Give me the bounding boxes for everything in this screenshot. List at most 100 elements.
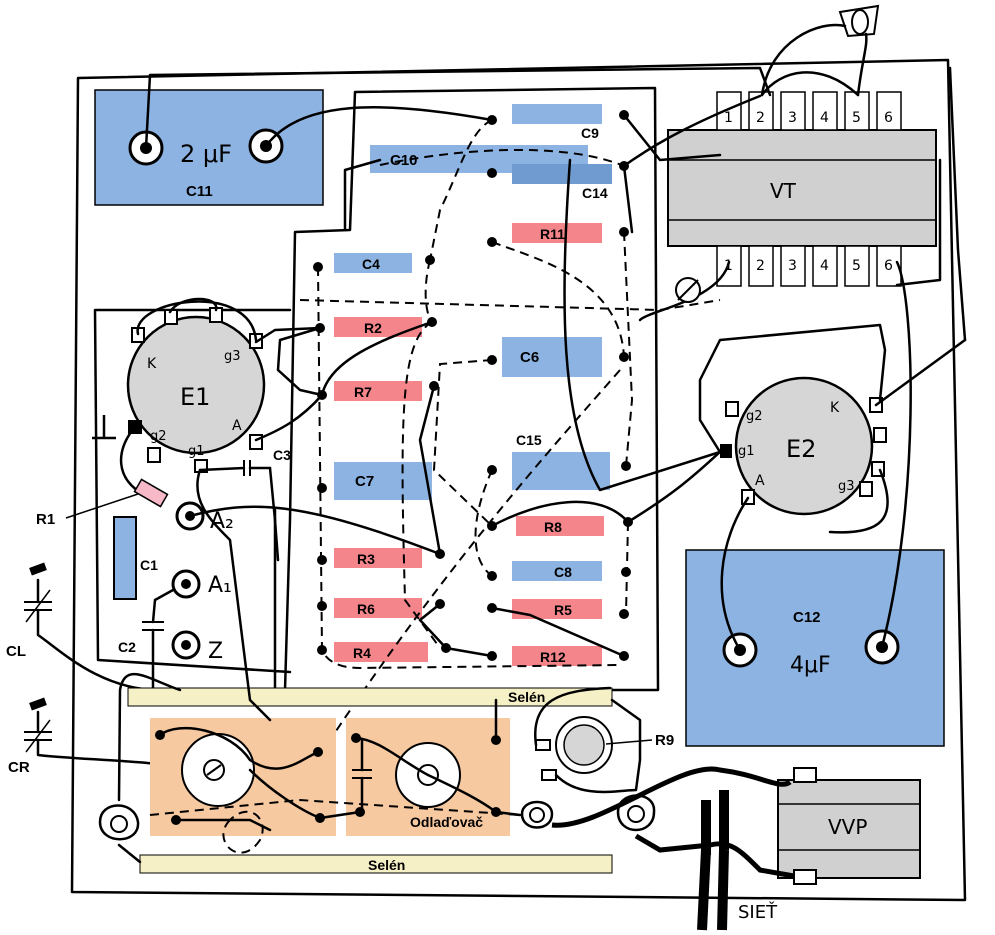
vt-bottom-pin bbox=[748, 245, 774, 287]
c2-label: C2 bbox=[118, 639, 136, 655]
vvp-transformer bbox=[777, 779, 921, 879]
r3-resistor bbox=[334, 548, 422, 568]
odladovac-label: Odlaďovač bbox=[410, 814, 483, 830]
r12-label: R12 bbox=[540, 649, 566, 665]
e2-pin-g3: g3 bbox=[838, 479, 855, 494]
c11-label: C11 bbox=[186, 183, 213, 200]
vt-top-pin bbox=[876, 91, 902, 131]
e2-pin-g2: g2 bbox=[746, 409, 763, 424]
vt-bottom-pin-3: 3 bbox=[788, 258, 797, 274]
c6-label: C6 bbox=[520, 349, 539, 366]
lower-panel-outline bbox=[93, 308, 292, 702]
mains-cable bbox=[551, 766, 795, 931]
e2-pin-k: K bbox=[830, 400, 840, 416]
e2-pin-g1: g1 bbox=[738, 444, 755, 459]
vt-bottom-pin bbox=[876, 245, 902, 287]
r5-label: R5 bbox=[554, 602, 572, 618]
vt-top-pin-5: 5 bbox=[852, 110, 861, 126]
r9-label: R9 bbox=[655, 732, 674, 749]
vt-bottom-pin bbox=[844, 245, 870, 287]
e1-pin-a: A bbox=[232, 418, 242, 434]
c14-capacitor bbox=[512, 164, 612, 184]
vt-top-pin bbox=[812, 91, 838, 131]
vt-bottom-pin-5: 5 bbox=[852, 258, 861, 274]
vt-bottom-pin bbox=[812, 245, 838, 287]
vt-top-pin bbox=[780, 91, 806, 131]
vt-top-pin-6: 6 bbox=[884, 110, 893, 126]
e1-label: E1 bbox=[180, 383, 210, 411]
e1-pin-g3: g3 bbox=[224, 349, 241, 364]
board-wiring bbox=[144, 66, 772, 658]
vt-bottom-pin-2: 2 bbox=[756, 258, 765, 274]
vt-bottom-pin bbox=[780, 245, 806, 287]
c1-capacitor bbox=[113, 516, 137, 600]
siet-label: SIEŤ bbox=[738, 901, 778, 923]
cl-variable-capacitor bbox=[24, 562, 162, 692]
vt-top-pin bbox=[844, 91, 870, 131]
r6-resistor bbox=[334, 598, 422, 618]
r7-resistor bbox=[334, 381, 422, 401]
c12-value: 4μF bbox=[790, 653, 831, 678]
circuit-board bbox=[283, 86, 660, 692]
vt-label: VT bbox=[770, 179, 797, 203]
selen-top-label: Selén bbox=[508, 689, 545, 705]
vvp-label: VVP bbox=[828, 815, 867, 839]
r5-resistor bbox=[512, 599, 602, 619]
r12-resistor bbox=[512, 646, 602, 666]
e1-tube bbox=[126, 315, 266, 455]
c3-capacitor bbox=[198, 460, 272, 476]
c9-capacitor bbox=[512, 104, 602, 124]
c3-label: C3 bbox=[273, 447, 291, 463]
jack-z-label: Z bbox=[208, 639, 223, 664]
c9-label: C9 bbox=[581, 125, 599, 141]
terminal-lug-left bbox=[98, 804, 140, 841]
chassis-outline bbox=[70, 58, 967, 902]
c14-label: C14 bbox=[582, 185, 608, 201]
c8-label: C8 bbox=[554, 564, 572, 580]
c12-label: C12 bbox=[793, 609, 821, 626]
jack-a2-label: A₂ bbox=[210, 509, 234, 534]
vt-bottom-pins: 1 2 3 4 5 6 bbox=[716, 245, 902, 287]
vt-bottom-pin-6: 6 bbox=[884, 258, 893, 274]
c10-label: C10 bbox=[390, 152, 418, 169]
r8-resistor bbox=[516, 516, 604, 536]
c7-capacitor bbox=[334, 462, 432, 500]
cr-label: CR bbox=[8, 759, 30, 776]
r9-potentiometer[interactable] bbox=[535, 716, 613, 781]
e2-tube bbox=[734, 376, 874, 516]
vt-top-pins: 1 2 3 4 5 6 bbox=[716, 91, 902, 131]
terminal-lug-mid bbox=[520, 800, 554, 829]
e2-pin-a: A bbox=[755, 473, 765, 489]
jack-a1-label: A₁ bbox=[208, 573, 232, 598]
c15-label: C15 bbox=[516, 432, 542, 448]
e1-pin-k: K bbox=[147, 356, 157, 372]
r7-label: R7 bbox=[354, 384, 372, 400]
c4-capacitor bbox=[334, 253, 412, 273]
c7-label: C7 bbox=[355, 473, 374, 490]
vt-top-pin-3: 3 bbox=[788, 110, 797, 126]
e1-pin-g2: g2 bbox=[150, 429, 167, 444]
c8-capacitor bbox=[512, 561, 602, 581]
cr-variable-capacitor bbox=[24, 697, 202, 772]
c4-label: C4 bbox=[362, 256, 380, 272]
r3-label: R3 bbox=[357, 551, 375, 567]
selen-bottom-strip bbox=[139, 854, 613, 874]
vt-top-pin-1: 1 bbox=[724, 110, 733, 126]
vt-transformer bbox=[667, 129, 937, 247]
vt-top-pin-4: 4 bbox=[820, 110, 829, 126]
vt-top-pin-2: 2 bbox=[756, 110, 765, 126]
r1-label: R1 bbox=[36, 511, 55, 528]
selen-bottom-label: Selén bbox=[368, 857, 405, 873]
speaker-icon bbox=[838, 4, 880, 38]
e1-pin-g1: g1 bbox=[188, 444, 205, 459]
c1-label: C1 bbox=[140, 557, 158, 573]
r1-resistor bbox=[133, 478, 169, 508]
e2-label: E2 bbox=[786, 435, 816, 463]
ground-icon bbox=[92, 415, 116, 440]
c12-capacitor bbox=[685, 549, 945, 747]
r4-label: R4 bbox=[353, 645, 371, 661]
r2-resistor bbox=[334, 317, 422, 337]
r11-resistor bbox=[512, 223, 602, 243]
r4-resistor bbox=[334, 642, 428, 662]
